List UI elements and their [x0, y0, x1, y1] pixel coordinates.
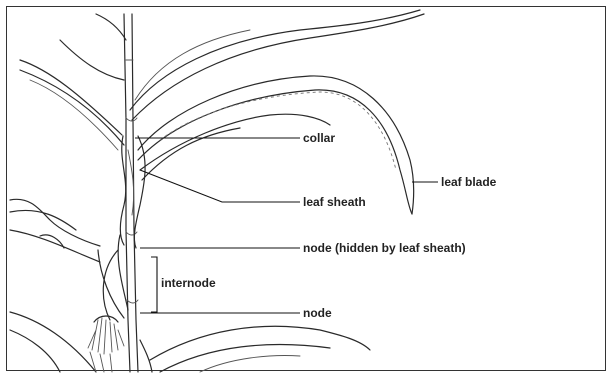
- leaf-blade-label: leaf blade: [441, 175, 497, 189]
- leaf-sheath-leader-line: [140, 170, 300, 202]
- collar-label: collar: [303, 131, 335, 145]
- tassel-illustration: [88, 316, 124, 372]
- leaf-sheath-illustration: [118, 136, 145, 310]
- node-hidden-label: node (hidden by leaf sheath): [303, 241, 466, 255]
- leaf-blades-illustration: [10, 10, 424, 372]
- internode-bracket: [151, 257, 157, 312]
- node-label: node: [303, 306, 332, 320]
- leaf-sheath-label: leaf sheath: [303, 195, 366, 209]
- internode-label: internode: [161, 276, 216, 290]
